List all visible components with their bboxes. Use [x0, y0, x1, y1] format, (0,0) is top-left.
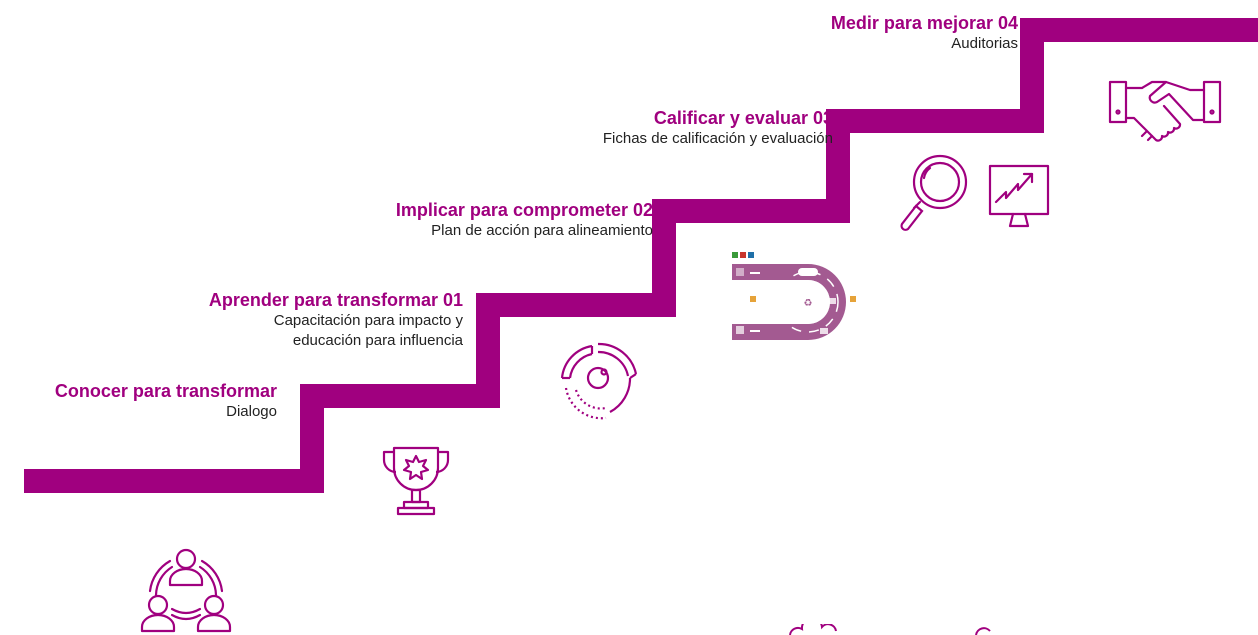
svg-text:♻: ♻ [804, 298, 813, 309]
step-2-title: Implicar para comprometer 02 [395, 200, 653, 220]
handshake-icon [1106, 74, 1224, 164]
step-1-subtitle-line1: Capacitación para impacto y [273, 312, 463, 329]
step-3-subtitle: Fichas de calificación y evaluación [602, 130, 833, 147]
donut-chart-icon [552, 338, 644, 422]
partial-icon [972, 626, 992, 635]
people-circle-icon [136, 545, 236, 635]
step-4: Medir para mejorar 04 Auditorias [831, 12, 1018, 54]
step-1: Aprender para transformar 01 Capacitació… [209, 289, 463, 351]
step-2: Implicar para comprometer 02 Plan de acc… [396, 199, 653, 241]
step-4-title: Medir para mejorar 04 [830, 13, 1018, 33]
step-3-title: Calificar y evaluar 03 [653, 108, 833, 128]
step-0-title: Conocer para transformar [54, 381, 277, 401]
step-1-subtitle-line2: educación para influencia [292, 332, 463, 349]
step-3: Calificar y evaluar 03 Fichas de calific… [603, 107, 833, 149]
chart-monitor-icon [986, 162, 1052, 234]
magnifier-icon [896, 150, 976, 240]
circular-economy-diagram-icon: ♻ [728, 248, 863, 348]
step-4-subtitle: Auditorias [951, 35, 1018, 52]
trophy-icon [380, 440, 452, 520]
step-0-subtitle: Dialogo [226, 403, 277, 420]
step-1-title: Aprender para transformar 01 [208, 290, 463, 310]
step-0: Conocer para transformar Dialogo [55, 380, 277, 422]
step-2-subtitle: Plan de acción para alineamiento [431, 222, 653, 239]
cloud-icon [788, 624, 848, 635]
